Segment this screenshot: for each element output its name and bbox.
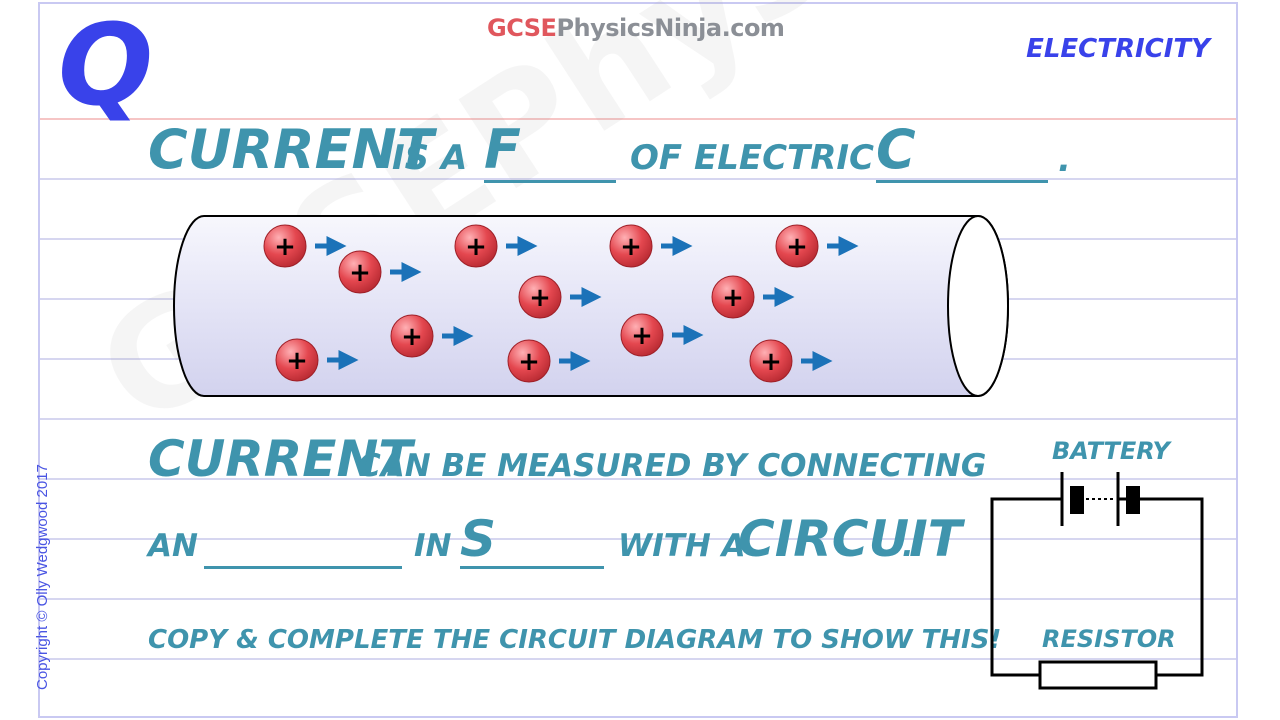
- sentence2-period: .: [902, 528, 914, 564]
- brand-part-1: GCSE: [487, 14, 557, 42]
- svg-text:+: +: [518, 347, 540, 377]
- svg-text:+: +: [286, 346, 308, 376]
- brand-logo: GCSEPhysicsNinja.com: [487, 14, 785, 42]
- sentence1-current: CURRENT: [148, 118, 434, 181]
- sentence2-measured-text: CAN BE MEASURED BY CONNECTING: [358, 448, 987, 484]
- sentence1-period: .: [1058, 140, 1071, 180]
- sentence2-in: IN: [414, 528, 452, 564]
- positive-charge: +: [454, 224, 498, 268]
- answer-blank-c: [876, 180, 1048, 183]
- sentence1-of-electric: OF ELECTRIC: [630, 138, 875, 178]
- ruled-line: [40, 598, 1236, 600]
- positive-charge: +: [711, 275, 755, 319]
- svg-text:+: +: [620, 232, 642, 262]
- sentence2-an: AN: [148, 528, 198, 564]
- brand-part-2: PhysicsNinja.com: [556, 14, 785, 42]
- sentence2-circuit: CIRCUIT: [738, 510, 962, 568]
- positive-charge: +: [390, 314, 434, 358]
- margin-rule: [40, 118, 1236, 120]
- sentence2-current: CURRENT: [148, 430, 413, 488]
- ruled-line: [40, 478, 1236, 480]
- svg-text:+: +: [722, 283, 744, 313]
- positive-charge: +: [749, 339, 793, 383]
- svg-text:+: +: [760, 347, 782, 377]
- sentence1-is-a: IS A: [392, 138, 468, 178]
- ruled-line: [40, 538, 1236, 540]
- sentence1-letter-c: C: [876, 118, 916, 181]
- question-mark-logo: Q: [58, 1, 154, 131]
- svg-text:+: +: [401, 322, 423, 352]
- positive-charge: +: [507, 339, 551, 383]
- positive-charge: +: [338, 250, 382, 294]
- sentence2-letter-s: S: [460, 510, 497, 568]
- svg-text:+: +: [786, 232, 808, 262]
- svg-text:+: +: [631, 321, 653, 351]
- resistor-label: RESISTOR: [1042, 625, 1176, 653]
- resistor-symbol: [1038, 660, 1158, 690]
- sentence1-letter-f: F: [484, 118, 521, 181]
- instruction-text: COPY & COMPLETE THE CIRCUIT DIAGRAM TO S…: [148, 625, 1002, 655]
- battery-symbol: [1060, 472, 1140, 526]
- svg-text:+: +: [465, 232, 487, 262]
- topic-title: ELECTRICITY: [1026, 34, 1210, 64]
- wire-end: [947, 215, 1009, 397]
- positive-charge: +: [775, 224, 819, 268]
- sentence2-with-a: WITH A: [618, 528, 746, 564]
- ruled-line: [40, 178, 1236, 180]
- svg-text:+: +: [274, 232, 296, 262]
- ruled-line: [40, 658, 1236, 660]
- positive-charge: +: [609, 224, 653, 268]
- svg-text:+: +: [529, 283, 551, 313]
- battery-label: BATTERY: [1052, 437, 1170, 465]
- ruled-line: [40, 418, 1236, 420]
- circuit-wire: [1118, 497, 1204, 677]
- answer-blank-f: [484, 180, 616, 183]
- answer-blank-meter: [204, 566, 402, 569]
- positive-charge: +: [263, 224, 307, 268]
- circuit-wire: [990, 497, 1062, 677]
- svg-text:+: +: [349, 258, 371, 288]
- positive-charge: +: [275, 338, 319, 382]
- answer-blank-s: [460, 566, 604, 569]
- positive-charge: +: [518, 275, 562, 319]
- page-border: [38, 2, 1238, 718]
- positive-charge: +: [620, 313, 664, 357]
